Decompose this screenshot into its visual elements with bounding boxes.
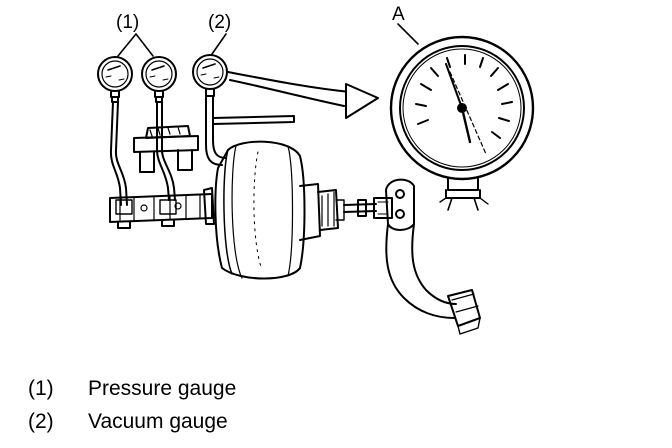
master-cylinder bbox=[109, 125, 215, 229]
push-rod bbox=[343, 197, 393, 219]
dial-reference-line bbox=[449, 71, 487, 155]
legend-key: (2) bbox=[28, 410, 54, 433]
brake-pedal bbox=[385, 178, 481, 335]
pressure-gauge-left bbox=[97, 56, 133, 206]
dial-ticks bbox=[415, 54, 513, 139]
leader-2 bbox=[211, 33, 227, 55]
dial-hub bbox=[457, 103, 467, 113]
brake-booster bbox=[214, 140, 345, 280]
pressure-gauge-right bbox=[141, 56, 177, 201]
vacuum-gauge-detail bbox=[389, 35, 535, 211]
vacuum-gauge bbox=[192, 54, 295, 166]
leader-lines bbox=[117, 23, 419, 57]
callout-label-a: A bbox=[392, 4, 405, 25]
dial-needle-upper bbox=[445, 63, 463, 109]
dial-needle bbox=[460, 106, 472, 144]
leader-1-left bbox=[117, 33, 137, 57]
legend-key: (1) bbox=[28, 377, 54, 400]
view-arrow bbox=[227, 71, 379, 119]
callout-label-1: (1) bbox=[116, 12, 139, 33]
legend-text: Pressure gauge bbox=[88, 377, 237, 400]
leader-a bbox=[397, 23, 419, 45]
leader-1-right bbox=[135, 33, 154, 57]
callout-label-2: (2) bbox=[208, 12, 231, 33]
legend-text: Vacuum gauge bbox=[88, 410, 228, 433]
